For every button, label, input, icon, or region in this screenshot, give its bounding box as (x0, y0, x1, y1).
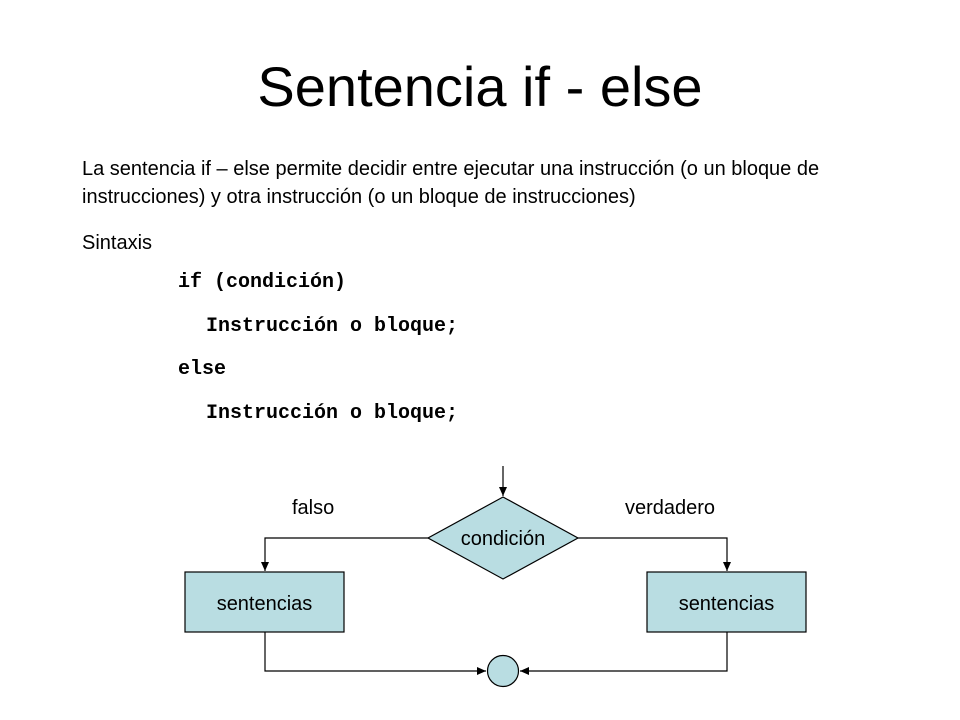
left-merge-arrow (264, 632, 486, 675)
slide-title: Sentencia if - else (257, 55, 703, 118)
true-branch-arrow (578, 537, 731, 571)
decision-diamond (426, 496, 580, 580)
false-label: falso (292, 497, 335, 519)
code-line-if-body: Instrucción o bloque; (206, 315, 459, 338)
code-line-else: else (178, 358, 227, 381)
code-line-else-body: Instrucción o bloque; (206, 402, 459, 425)
false-branch-arrow (261, 537, 428, 571)
description-text: La sentencia if – else permite decidir e… (82, 158, 820, 208)
code-line-if: if (condición) (178, 271, 347, 294)
left-statement-label: sentencias (216, 593, 313, 615)
decision-label: condición (460, 528, 546, 550)
merge-connector (486, 654, 520, 688)
right-statement-box (646, 571, 807, 633)
right-statement-label: sentencias (678, 593, 775, 615)
syntax-label: Sintaxis (82, 232, 153, 254)
left-statement-box (184, 571, 345, 633)
right-merge-arrow (520, 632, 728, 675)
true-label: verdadero (625, 497, 716, 519)
